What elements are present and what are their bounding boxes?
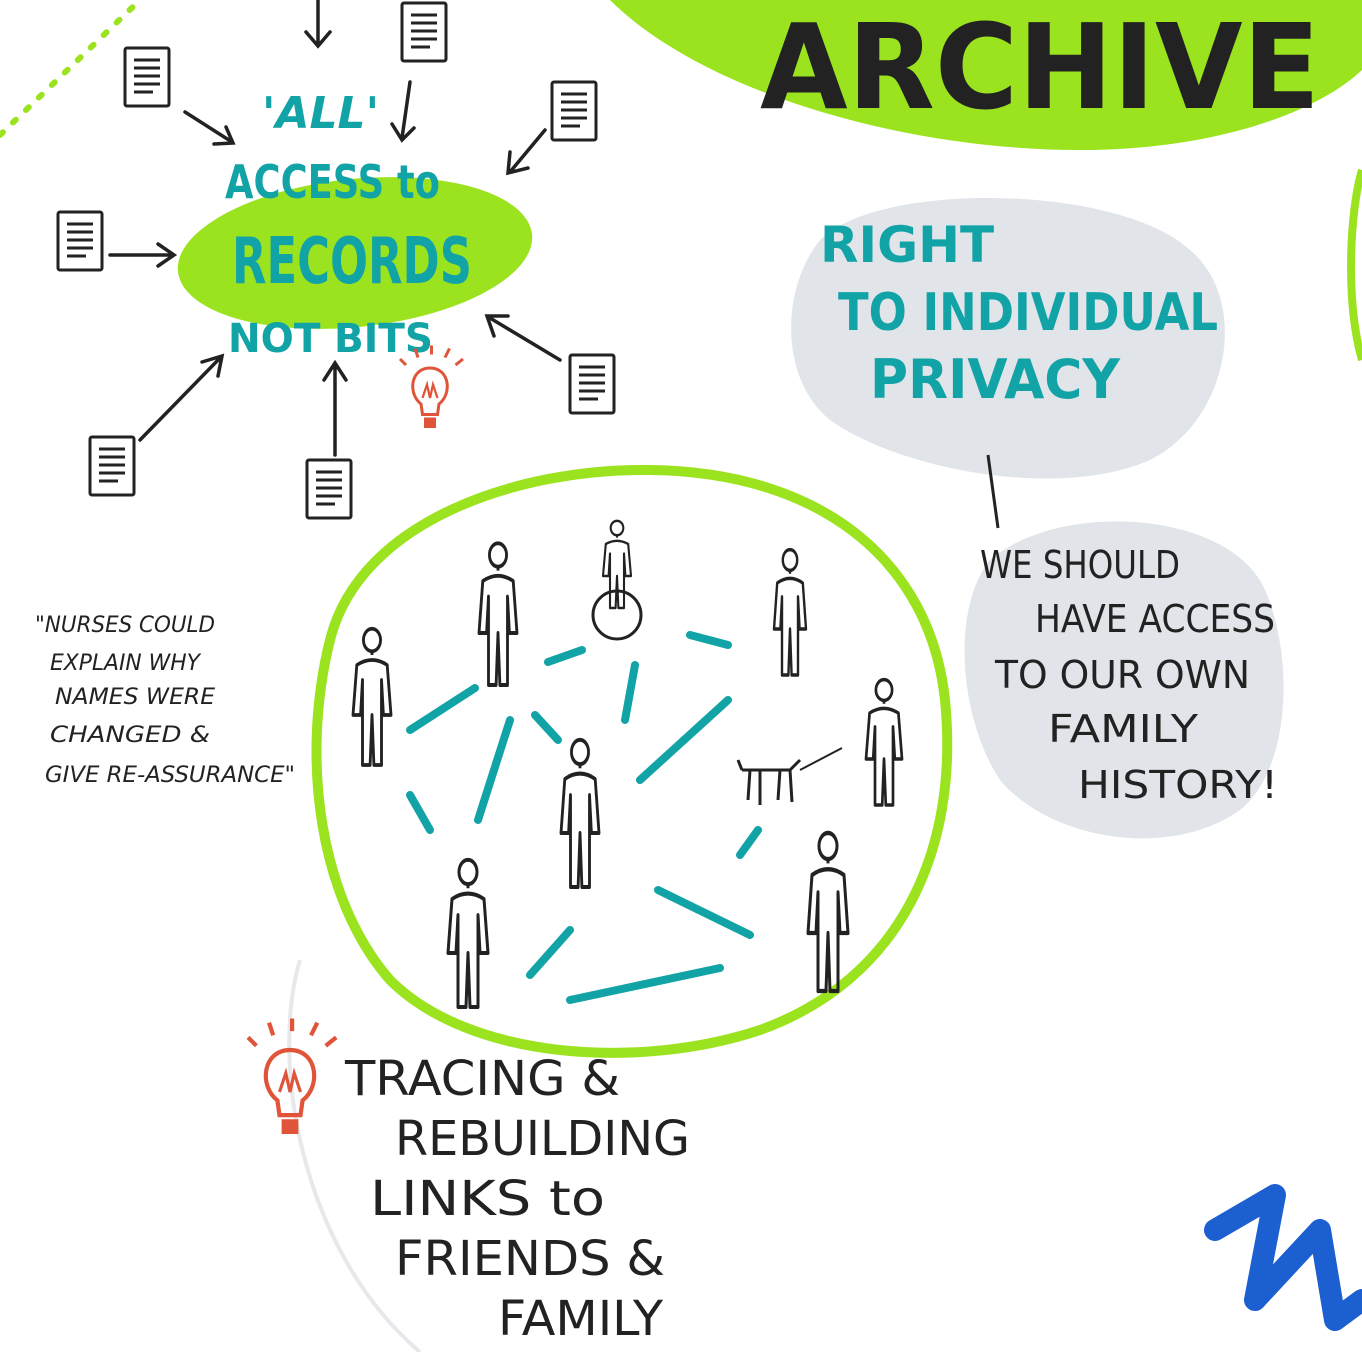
family-history-line1: WE SHOULD (980, 543, 1180, 587)
person-icon (448, 860, 488, 1007)
family-history-line2: HAVE ACCESS (1035, 597, 1275, 641)
tracing-line2: REBUILDING (395, 1111, 690, 1167)
family-history-note: WE SHOULD HAVE ACCESS TO OUR OWN FAMILY … (964, 521, 1284, 839)
privacy-line1: RIGHT (820, 216, 994, 274)
document-icon (56, 210, 104, 272)
nurses-line5: GIVE RE-ASSURANCE" (45, 763, 295, 788)
family-history-line3: TO OUR OWN (994, 653, 1250, 697)
records-highlight (177, 177, 533, 329)
records-line1: ACCESS to (225, 155, 440, 209)
family-history-line5: HISTORY! (1078, 763, 1278, 807)
wheelchair-user-icon (591, 519, 643, 641)
records-line3: NOT BITS (228, 316, 433, 362)
tracing-line3: LINKS to (370, 1171, 605, 1227)
nurses-line4: CHANGED & (50, 723, 210, 748)
archive-banner: ARCHIVE (610, 0, 1362, 150)
community-network (311, 464, 953, 1058)
document-icon (123, 46, 171, 108)
records-cluster: 'ALL' ACCESS to RECORDS NOT BITS (56, 0, 616, 520)
nurses-line3: NAMES WERE (55, 685, 215, 710)
document-icon (568, 353, 616, 415)
network-links (406, 631, 762, 1004)
person-icon (561, 740, 599, 887)
person-icon (864, 677, 904, 807)
dotted-connector (0, 0, 143, 138)
privacy-line2: TO INDIVIDUAL (838, 283, 1218, 343)
blue-scribble (1204, 1184, 1362, 1331)
document-icon (400, 1, 448, 63)
privacy-note: RIGHT TO INDIVIDUAL PRIVACY (791, 197, 1225, 529)
document-icon (550, 80, 598, 142)
dog-icon (736, 747, 843, 805)
nurses-line1: "NURSES COULD (35, 613, 215, 638)
records-quote-word: 'ALL' (262, 88, 379, 139)
privacy-line3: PRIVACY (870, 348, 1121, 411)
records-keyword: RECORDS (232, 225, 472, 299)
person-icon (772, 547, 808, 677)
arrows (108, 0, 562, 457)
tracing-note: TRACING & REBUILDING LINKS to FRIENDS & … (248, 1019, 690, 1347)
faint-arc (287, 959, 422, 1354)
connector-line (986, 454, 1000, 529)
edge-arc (1347, 168, 1362, 362)
document-icon (88, 435, 136, 497)
community-circle (311, 464, 953, 1058)
person-icon (351, 626, 393, 767)
document-icon (305, 458, 353, 520)
lightbulb-icon (248, 1019, 336, 1135)
family-history-line4: FAMILY (1048, 707, 1199, 751)
person-icon (808, 833, 848, 991)
nurses-line2: EXPLAIN WHY (50, 651, 202, 676)
nurses-quote: "NURSES COULD EXPLAIN WHY NAMES WERE CHA… (35, 613, 295, 788)
tracing-line4: FRIENDS & (395, 1231, 665, 1287)
banner-title: ARCHIVE (760, 0, 1320, 136)
tracing-line5: FAMILY (498, 1291, 664, 1347)
person-icon (477, 541, 519, 687)
tracing-line1: TRACING & (344, 1051, 620, 1107)
